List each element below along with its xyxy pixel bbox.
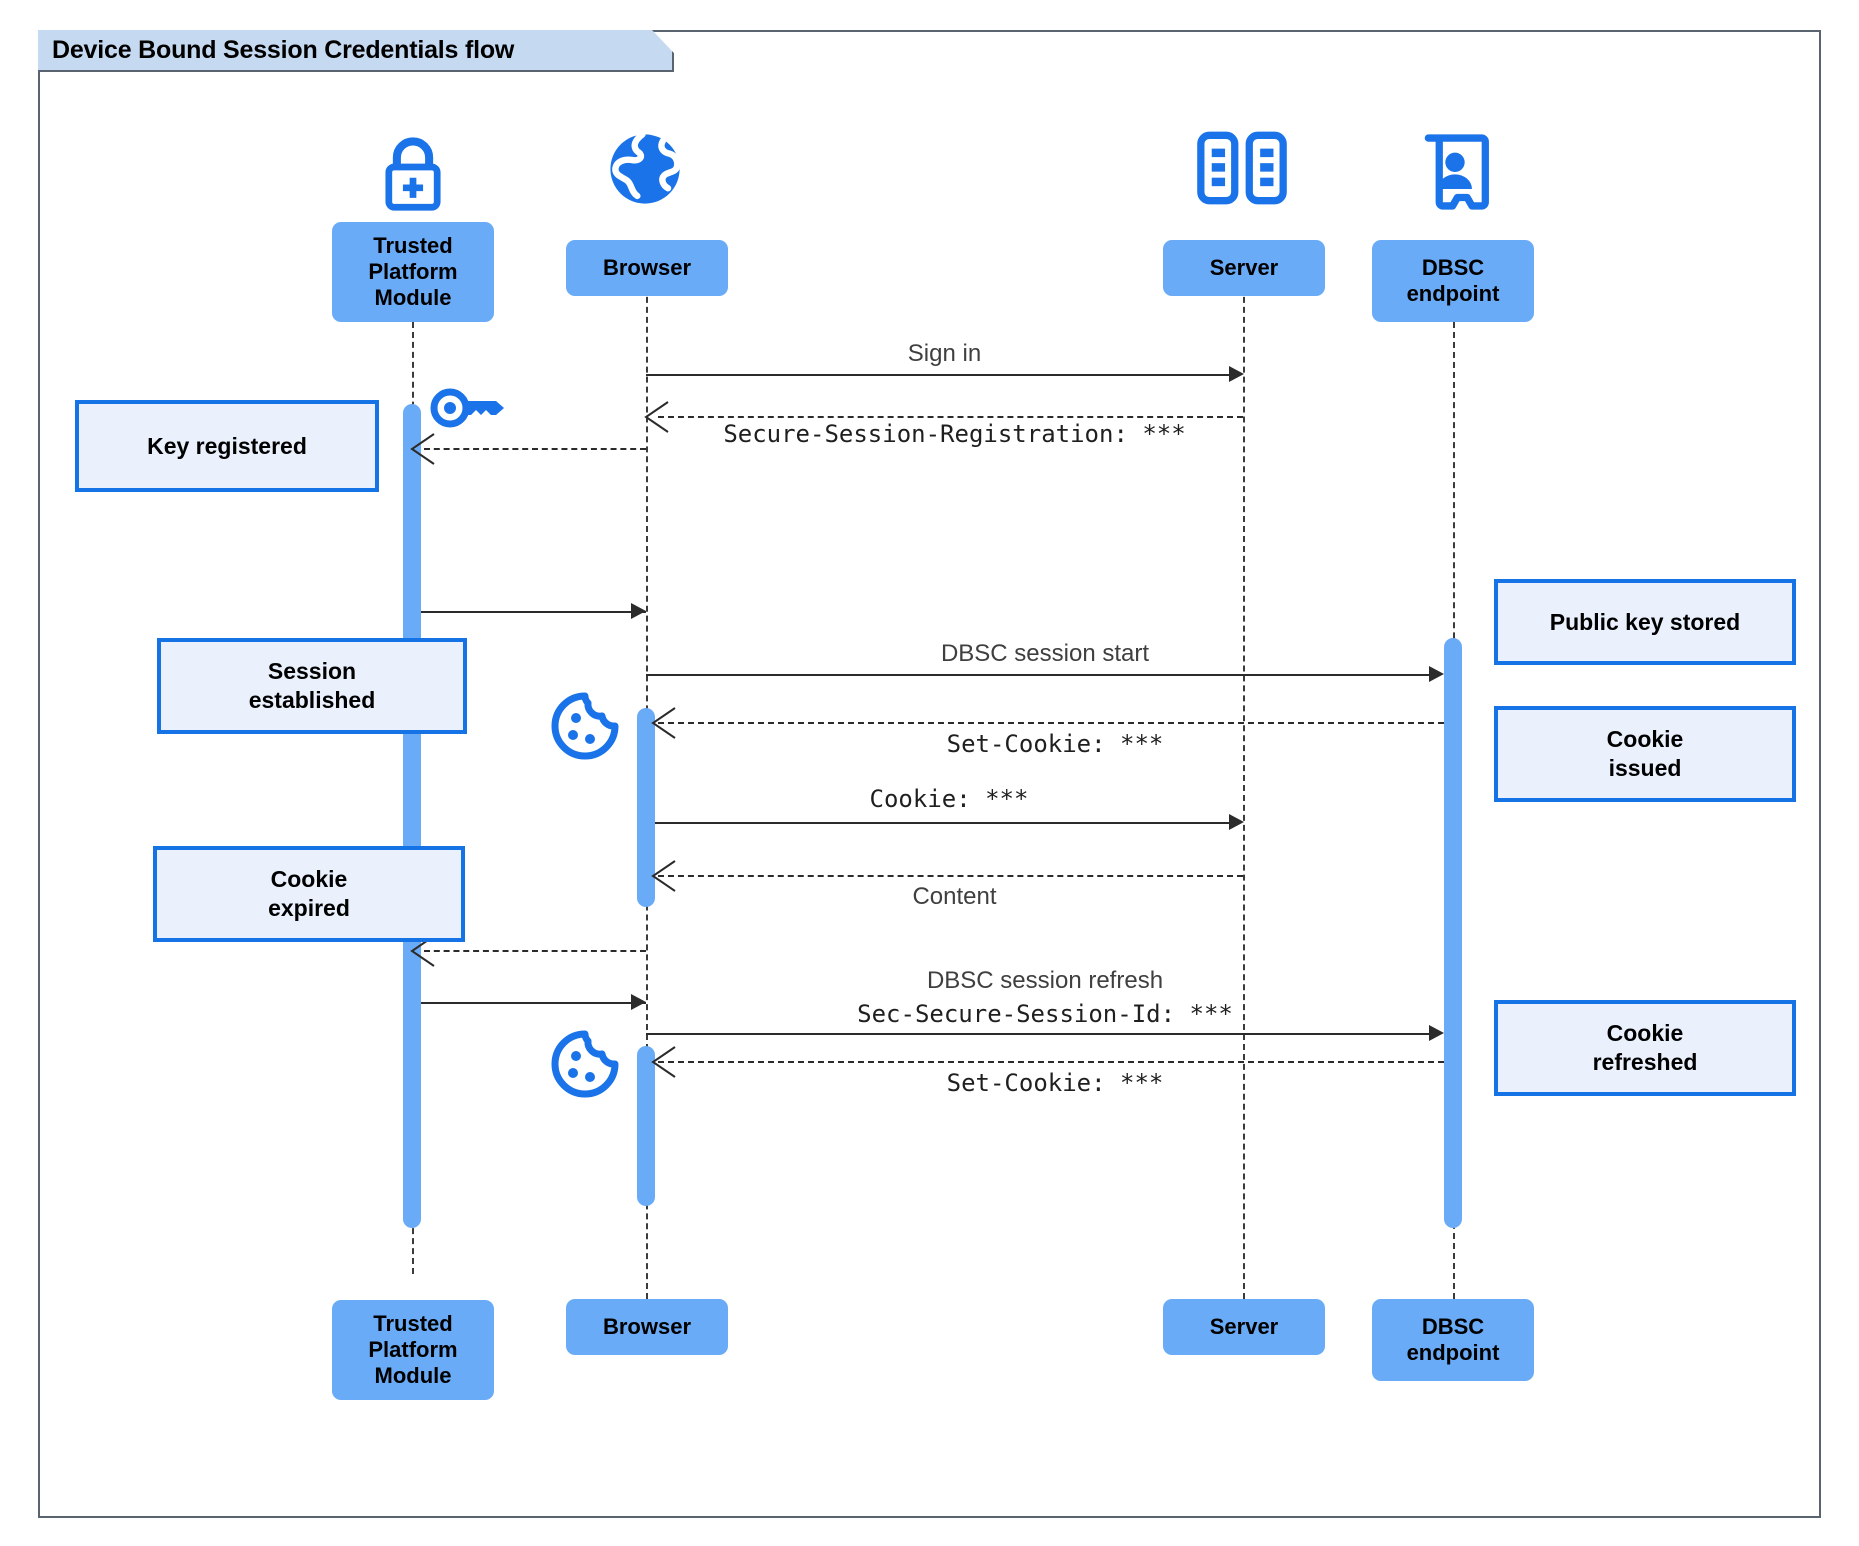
message-label-set-cookie-2: Set-Cookie: *** xyxy=(946,1069,1164,1097)
server-rack-icon xyxy=(1196,130,1288,206)
cookie-icon xyxy=(549,1028,621,1100)
message-line-content xyxy=(658,875,1243,877)
activation-dbsc xyxy=(1444,638,1462,1228)
message-label-dbsc-session-refresh: DBSC session refresh xyxy=(926,967,1164,994)
participant-label: Trusted Platform Module xyxy=(368,1311,458,1388)
arrowhead-right xyxy=(1229,366,1244,382)
participant-label: Trusted Platform Module xyxy=(368,233,458,310)
note-text: Public key stored xyxy=(1549,608,1741,635)
message-label-sec-secure-session-id: Sec-Secure-Session-Id: *** xyxy=(857,1000,1233,1028)
participant-label: Server xyxy=(1209,255,1279,281)
id-badge-person-icon xyxy=(1421,132,1489,212)
note-public-key-stored: Public key stored xyxy=(1494,579,1796,665)
participant-dbsc-bottom[interactable]: DBSC endpoint xyxy=(1372,1299,1534,1381)
diagram-frame-tab: Device Bound Session Credentials flow xyxy=(38,30,674,72)
participant-label: Browser xyxy=(602,1314,692,1340)
message-line-sign-in xyxy=(646,374,1232,376)
note-session-established: Session established xyxy=(157,638,467,734)
message-label-content: Content xyxy=(912,883,997,910)
arrowhead-right xyxy=(1229,814,1244,830)
participant-label: DBSC endpoint xyxy=(1406,255,1500,306)
arrowhead-right xyxy=(631,603,646,619)
note-cookie-refreshed: Cookie refreshed xyxy=(1494,1000,1796,1096)
message-line-tpm-to-browser-1 xyxy=(421,611,646,613)
globe-icon xyxy=(604,128,686,210)
participant-dbsc-top[interactable]: DBSC endpoint xyxy=(1372,240,1534,322)
note-text: Cookie issued xyxy=(1606,726,1684,781)
message-label-cookie: Cookie: *** xyxy=(869,785,1029,813)
participant-tpm-bottom[interactable]: Trusted Platform Module xyxy=(332,1300,494,1400)
participant-server-top[interactable]: Server xyxy=(1163,240,1325,296)
participant-browser-top[interactable]: Browser xyxy=(566,240,728,296)
note-cookie-expired: Cookie expired xyxy=(153,846,465,942)
arrowhead-right xyxy=(631,994,646,1010)
cookie-icon xyxy=(549,690,621,762)
message-line-secure-session-registration xyxy=(658,416,1243,418)
lifeline-server xyxy=(1243,277,1245,1299)
participant-label: Server xyxy=(1209,1314,1279,1340)
message-label-secure-session-registration: Secure-Session-Registration: *** xyxy=(723,420,1186,448)
message-line-dbsc-session-refresh xyxy=(646,1033,1429,1035)
message-line-dbsc-session-start xyxy=(646,674,1429,676)
participant-label: DBSC endpoint xyxy=(1406,1314,1500,1365)
message-label-set-cookie-1: Set-Cookie: *** xyxy=(946,730,1164,758)
note-text: Cookie expired xyxy=(268,866,350,921)
message-line-browser-to-tpm-1 xyxy=(424,448,646,450)
activation-tpm xyxy=(403,404,421,1228)
activation-browser-1 xyxy=(637,708,655,907)
message-line-tpm-to-browser-2 xyxy=(421,1002,646,1004)
diagram-title: Device Bound Session Credentials flow xyxy=(52,35,515,64)
padlock-plus-icon xyxy=(370,128,456,214)
message-line-cookie xyxy=(655,822,1232,824)
note-key-registered: Key registered xyxy=(75,400,379,492)
diagram-frame xyxy=(38,30,1821,1518)
message-line-set-cookie-1 xyxy=(658,722,1444,724)
participant-label: Browser xyxy=(602,255,692,281)
note-text: Session established xyxy=(248,658,376,713)
participant-server-bottom[interactable]: Server xyxy=(1163,1299,1325,1355)
note-text: Cookie refreshed xyxy=(1592,1020,1698,1075)
note-text: Key registered xyxy=(147,432,307,459)
participant-browser-bottom[interactable]: Browser xyxy=(566,1299,728,1355)
activation-browser-2 xyxy=(637,1046,655,1206)
arrowhead-right xyxy=(1429,1025,1444,1041)
message-line-browser-to-tpm-2 xyxy=(424,950,646,952)
note-cookie-issued: Cookie issued xyxy=(1494,706,1796,802)
message-line-set-cookie-2 xyxy=(658,1061,1444,1063)
message-label-sign-in: Sign in xyxy=(907,340,982,367)
message-label-dbsc-session-start: DBSC session start xyxy=(940,640,1150,667)
arrowhead-right xyxy=(1429,666,1444,682)
participant-tpm-top[interactable]: Trusted Platform Module xyxy=(332,222,494,322)
key-icon xyxy=(428,381,506,437)
